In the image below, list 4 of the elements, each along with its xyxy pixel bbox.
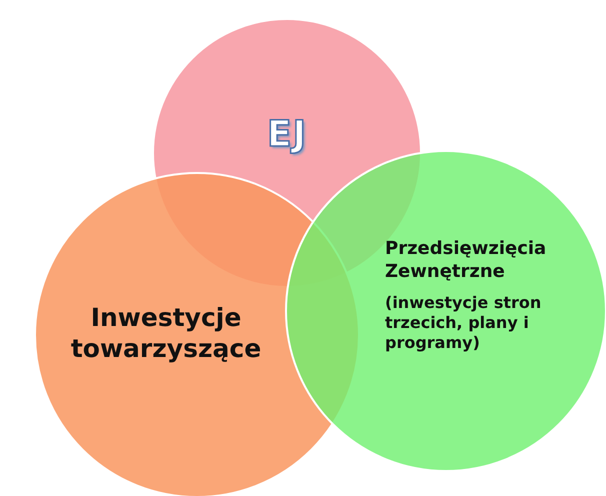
circle-title: Przedsięwzięcia Zewnętrzne	[385, 238, 548, 283]
circle-title: Inwestycje towarzyszące	[70, 302, 262, 364]
circle-description: (inwestycje stron trzecich, plany i programy)	[385, 293, 542, 353]
circle-title: EJ	[266, 113, 308, 157]
